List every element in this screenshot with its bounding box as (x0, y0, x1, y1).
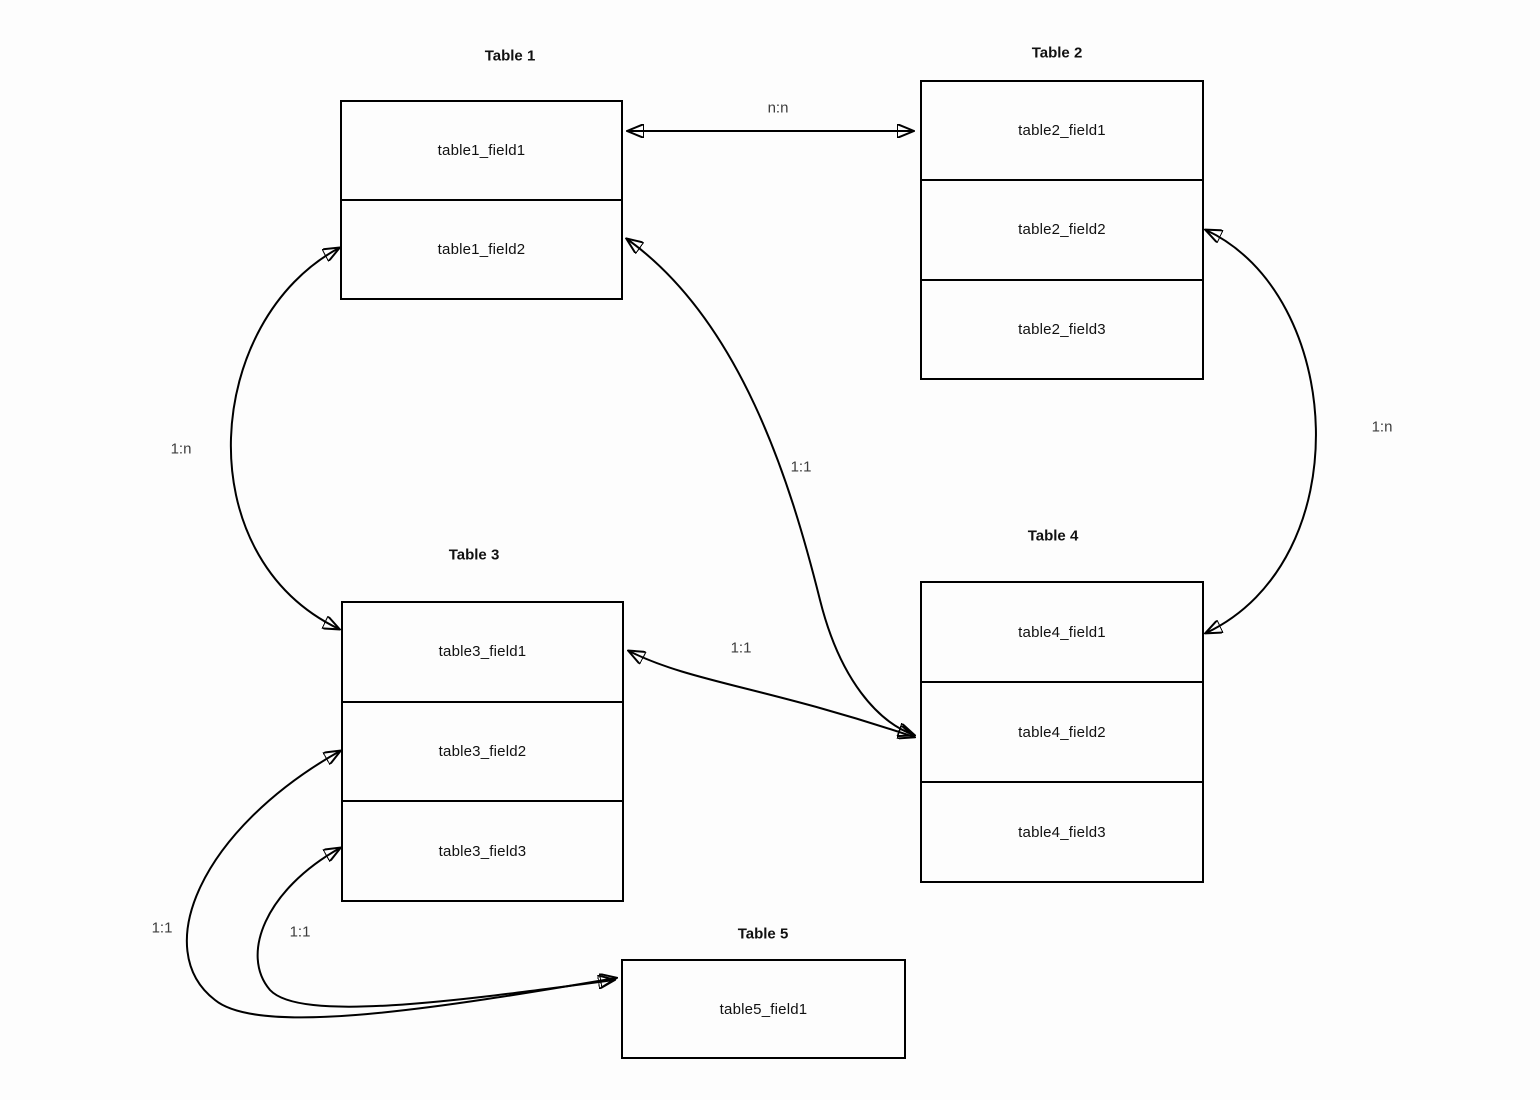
relation-table3f3-table5-arrow[interactable] (256, 848, 614, 1008)
table4-title: Table 4 (1027, 527, 1079, 545)
relation-table1-table3-arrow[interactable] (230, 248, 339, 629)
table3-field2-row[interactable]: table3_field2 (343, 703, 622, 803)
table3-field1-row[interactable]: table3_field1 (343, 603, 622, 703)
table2-title: Table 2 (1031, 44, 1083, 62)
table5-field1-row[interactable]: table5_field1 (719, 1000, 808, 1018)
table5-node[interactable]: table5_field1 (621, 959, 906, 1059)
table4-field1-row[interactable]: table4_field1 (922, 583, 1202, 683)
table3-node[interactable]: table3_field1 table3_field2 table3_field… (341, 601, 624, 902)
relation-table3-table4-label: 1:1 (730, 639, 752, 657)
relation-table3f3-table5-label: 1:1 (289, 923, 311, 941)
table2-field2-row[interactable]: table2_field2 (922, 181, 1202, 281)
table5-title: Table 5 (737, 925, 789, 943)
table3-title: Table 3 (448, 546, 500, 564)
table2-node[interactable]: table2_field1 table2_field2 table2_field… (920, 80, 1204, 380)
relation-table2-table4-label: 1:n (1371, 418, 1393, 436)
table1-field1-row[interactable]: table1_field1 (342, 102, 621, 201)
table1-field2-row[interactable]: table1_field2 (437, 241, 526, 258)
table4-field2-row[interactable]: table4_field2 (922, 683, 1202, 783)
relation-table1-table4-label: 1:1 (790, 458, 812, 476)
relation-table1-table4-arrow[interactable] (627, 239, 914, 735)
relation-table1-table2-label: n:n (767, 99, 789, 117)
table1-title: Table 1 (484, 47, 536, 65)
relation-table2-table4-arrow[interactable] (1206, 230, 1317, 633)
relation-table3f2-table5-arrow[interactable] (185, 751, 616, 1019)
table1-node[interactable]: table1_field1 table1_field2 (340, 100, 623, 300)
relation-table3f2-table5-label: 1:1 (151, 919, 173, 937)
table4-node[interactable]: table4_field1 table4_field2 table4_field… (920, 581, 1204, 883)
table2-field1-row[interactable]: table2_field1 (922, 82, 1202, 182)
relation-table3-table4-arrow[interactable] (629, 651, 914, 737)
table4-field3-row[interactable]: table4_field3 (1018, 823, 1106, 841)
table3-field3-row[interactable]: table3_field3 (438, 842, 527, 860)
relation-table1-table3-label: 1:n (170, 440, 192, 458)
table2-field3-row[interactable]: table2_field3 (1018, 320, 1106, 338)
